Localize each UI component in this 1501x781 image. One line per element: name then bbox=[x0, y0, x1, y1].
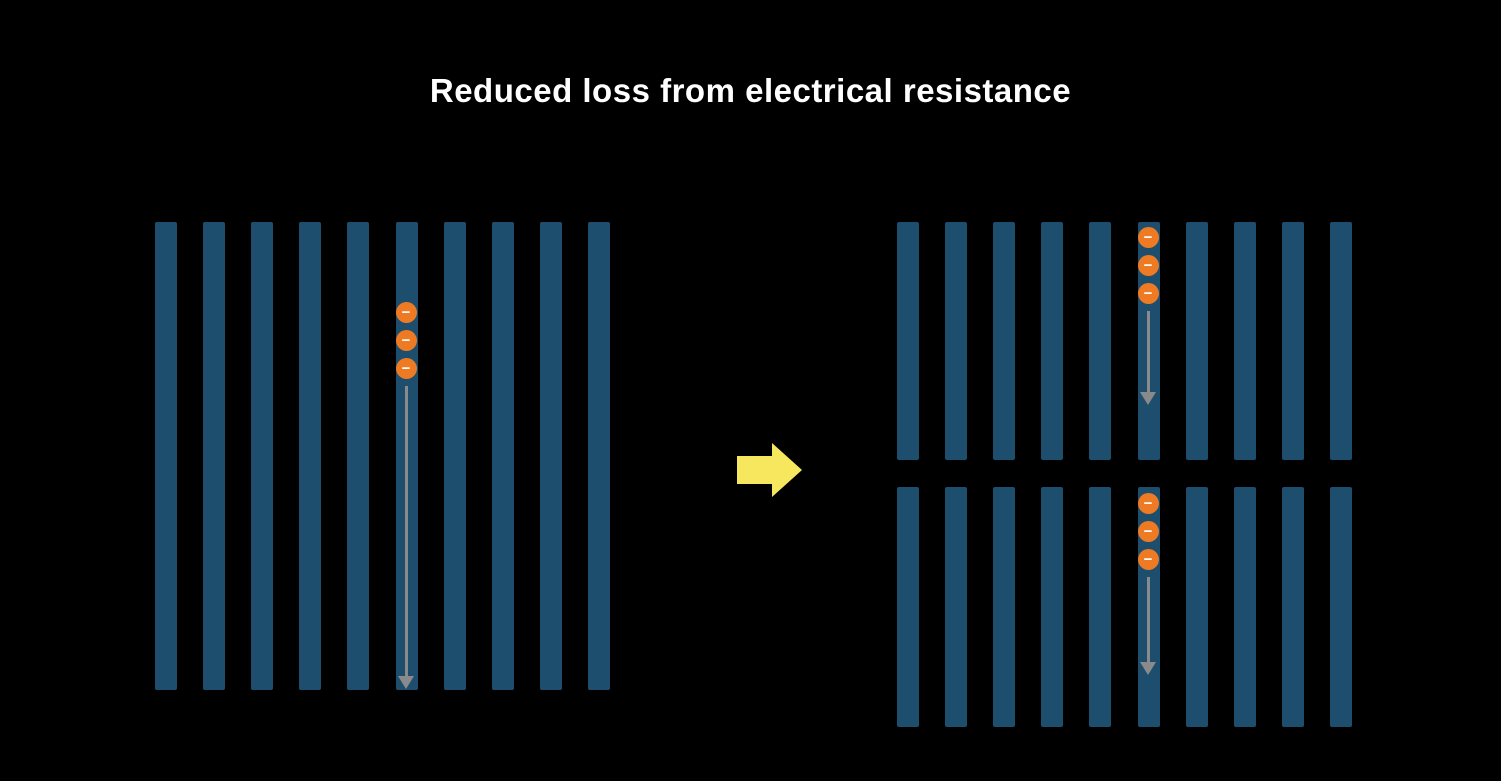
flow-arrow-head-icon bbox=[398, 676, 414, 689]
electron-flow: − − − bbox=[1137, 493, 1159, 675]
cell-finger-bar bbox=[1089, 222, 1112, 460]
electron-group: − − − bbox=[395, 302, 417, 386]
cell-finger-bar bbox=[587, 222, 610, 690]
cell-finger-bar bbox=[1281, 487, 1304, 727]
electron-icon: − bbox=[1137, 549, 1159, 570]
electron-icon: − bbox=[395, 358, 417, 379]
bar-group bbox=[897, 487, 1352, 727]
cell-finger-bar bbox=[1041, 222, 1064, 460]
half-cell-top-panel: − − − bbox=[897, 222, 1352, 460]
cell-finger-bar bbox=[251, 222, 274, 690]
transition-arrow-shaft bbox=[737, 456, 773, 484]
electron-icon: − bbox=[1137, 255, 1159, 276]
cell-finger-bar bbox=[539, 222, 562, 690]
transition-arrow-head bbox=[772, 443, 802, 497]
cell-finger-bar bbox=[993, 222, 1016, 460]
transition-arrow-icon bbox=[737, 443, 802, 497]
cell-finger-bar bbox=[1281, 222, 1304, 460]
cell-finger-bar bbox=[1185, 487, 1208, 727]
cell-finger-bar bbox=[945, 487, 968, 727]
cell-finger-bar bbox=[1329, 487, 1352, 727]
cell-finger-bar bbox=[491, 222, 514, 690]
electron-icon: − bbox=[1137, 227, 1159, 248]
half-cell-bottom-panel: − − − bbox=[897, 487, 1352, 727]
electron-icon: − bbox=[1137, 521, 1159, 542]
electron-group: − − − bbox=[1137, 493, 1159, 577]
cell-finger-bar bbox=[347, 222, 370, 690]
flow-arrow-head-icon bbox=[1140, 392, 1156, 405]
flow-arrow-line bbox=[1146, 577, 1150, 662]
cell-finger-bar bbox=[1041, 487, 1064, 727]
cell-finger-bar bbox=[443, 222, 466, 690]
flow-arrow-line bbox=[1146, 311, 1150, 392]
electron-icon: − bbox=[395, 302, 417, 323]
electron-flow: − − − bbox=[395, 302, 417, 689]
cell-finger-bar bbox=[993, 487, 1016, 727]
electron-icon: − bbox=[1137, 493, 1159, 514]
cell-finger-bar bbox=[897, 222, 919, 460]
electron-flow: − − − bbox=[1137, 227, 1159, 405]
cell-finger-bar bbox=[203, 222, 226, 690]
cell-finger-bar bbox=[897, 487, 919, 727]
electron-icon: − bbox=[1137, 283, 1159, 304]
electron-group: − − − bbox=[1137, 227, 1159, 311]
cell-finger-bar bbox=[1185, 222, 1208, 460]
bar-group bbox=[897, 222, 1352, 460]
full-cell-panel: − − − bbox=[155, 222, 610, 690]
flow-arrow-head-icon bbox=[1140, 662, 1156, 675]
cell-finger-bar bbox=[945, 222, 968, 460]
cell-finger-bar bbox=[1233, 222, 1256, 460]
cell-finger-bar bbox=[1233, 487, 1256, 727]
bar-group bbox=[155, 222, 610, 690]
cell-finger-bar bbox=[155, 222, 177, 690]
electron-icon: − bbox=[395, 330, 417, 351]
cell-finger-bar bbox=[1329, 222, 1352, 460]
cell-finger-bar bbox=[299, 222, 322, 690]
cell-finger-bar bbox=[1089, 487, 1112, 727]
flow-arrow-line bbox=[404, 386, 408, 676]
diagram-title: Reduced loss from electrical resistance bbox=[429, 72, 1072, 109]
